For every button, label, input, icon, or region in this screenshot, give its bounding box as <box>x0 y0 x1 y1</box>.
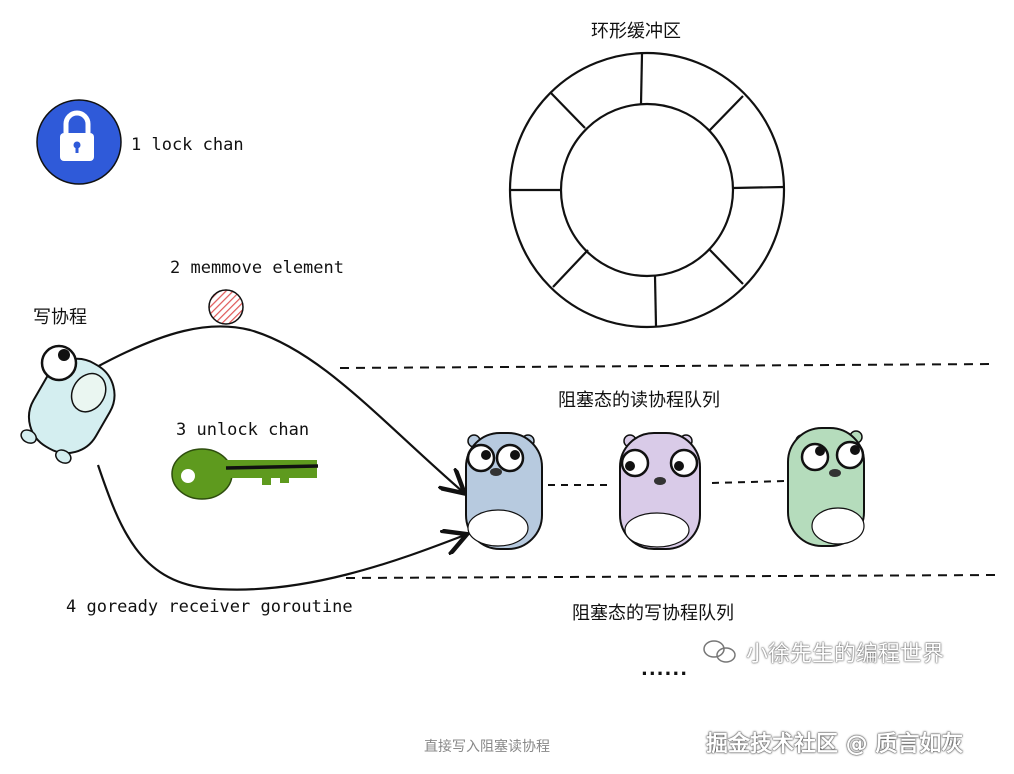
ring-buffer-title: 环形缓冲区 <box>591 21 681 42</box>
wechat-icon <box>703 640 736 663</box>
step-goready-label: 4 goready receiver goroutine <box>66 597 353 617</box>
step-lock-label: 1 lock chan <box>131 135 244 155</box>
purple-gopher <box>619 432 701 550</box>
queue-separators <box>339 363 999 579</box>
queue-ellipsis: ...... <box>641 659 689 680</box>
read-queue-label: 阻塞态的读协程队列 <box>558 390 720 411</box>
key-icon <box>171 448 319 500</box>
element-circle <box>208 289 244 325</box>
step-memmove-label: 2 memmove element <box>170 258 344 278</box>
queue-links <box>548 480 787 486</box>
memmove-arrow <box>94 325 463 492</box>
writer-gopher-eye <box>40 344 78 382</box>
write-queue-label: 阻塞态的写协程队列 <box>572 603 734 624</box>
figure-caption: 直接写入阻塞读协程 <box>424 739 550 755</box>
ring-buffer <box>508 51 786 329</box>
step-unlock-label: 3 unlock chan <box>176 420 310 440</box>
goready-arrow <box>96 464 465 591</box>
blue-gopher <box>465 432 543 550</box>
writer-label: 写协程 <box>33 307 87 328</box>
wechat-watermark: 小徐先生的编程世界 <box>746 642 945 667</box>
lock-icon <box>36 99 122 185</box>
juejin-watermark: 掘金技术社区 @ 质言如灰 <box>706 732 964 757</box>
writer-gopher <box>20 357 116 464</box>
green-gopher <box>787 427 865 547</box>
